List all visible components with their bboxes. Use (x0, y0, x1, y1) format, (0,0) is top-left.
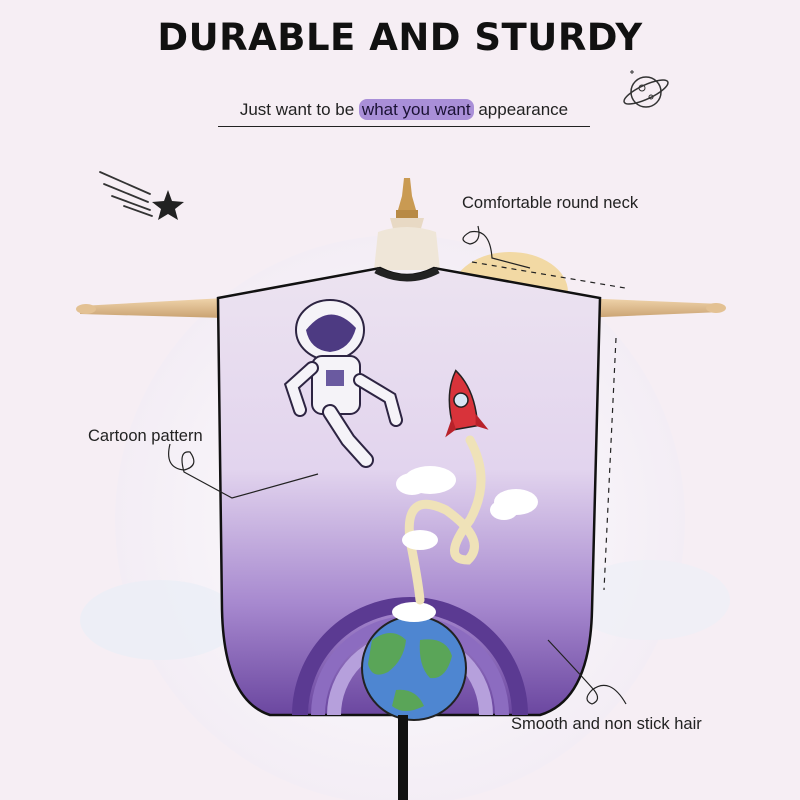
astronaut-icon (283, 299, 403, 468)
stand-pole (398, 715, 408, 800)
subtitle-before: Just want to be (239, 100, 355, 119)
cloud-icon (396, 466, 538, 550)
shooting-star-icon (99, 171, 184, 220)
right-arm (580, 298, 722, 318)
earth-icon (361, 602, 467, 721)
subtitle-after: appearance (478, 100, 569, 119)
callout-cartoon: Cartoon pattern (88, 427, 203, 445)
page-title: DURABLE AND STURDY (157, 16, 643, 59)
subtitle: Just want to be what you want appearance (218, 94, 590, 127)
round-neck (374, 266, 440, 282)
left-arm (80, 298, 225, 318)
planet-icon (623, 70, 669, 108)
subtitle-highlight: what you want (358, 99, 474, 120)
mannequin-neck (374, 178, 440, 270)
callout-lines (168, 225, 627, 705)
rocket-icon (445, 369, 489, 438)
callout-smooth: Smooth and non stick hair (511, 715, 702, 733)
callout-neck: Comfortable round neck (462, 194, 639, 212)
